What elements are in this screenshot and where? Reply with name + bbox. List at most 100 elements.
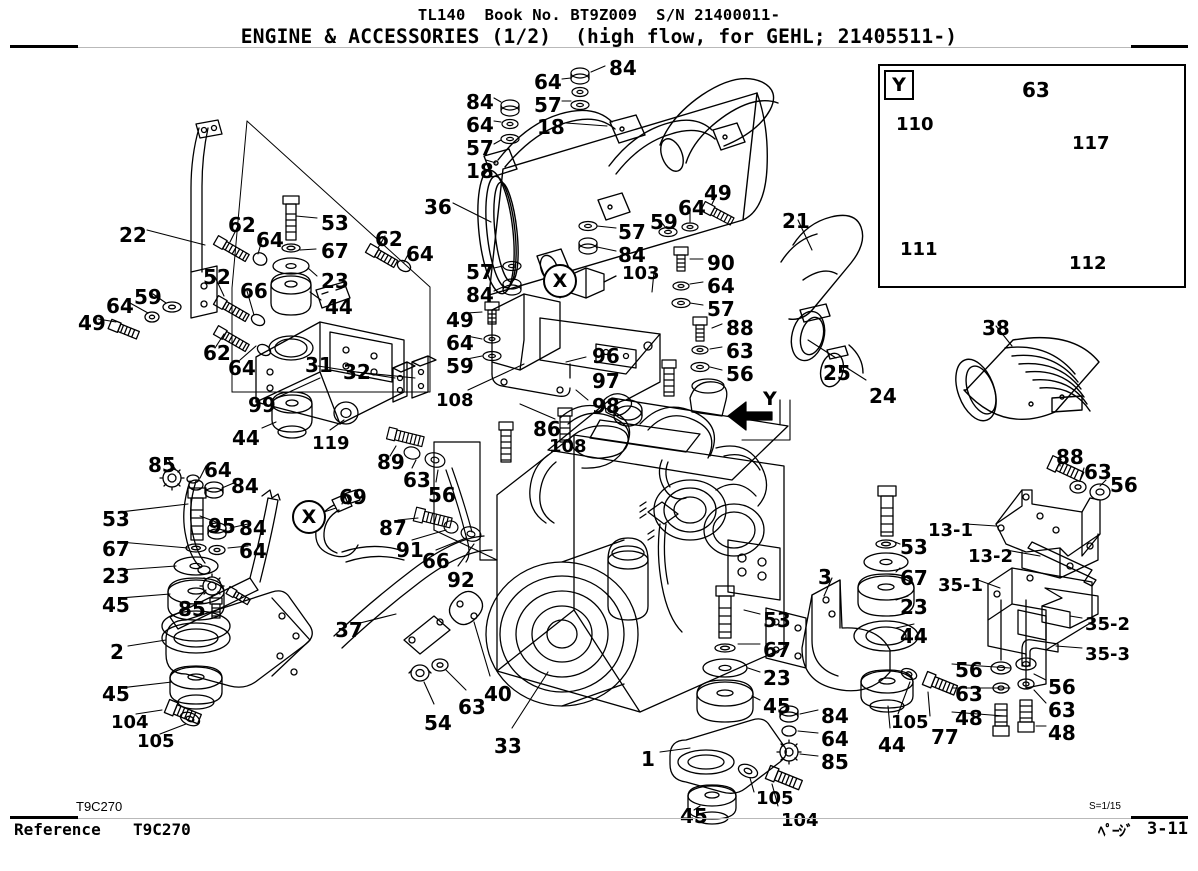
- callout-63: 63: [1084, 460, 1112, 484]
- callout-59: 59: [446, 354, 474, 378]
- callout-44: 44: [900, 624, 928, 648]
- header-line-1: TL140 Book No. BT9Z009 S/N 21400011-: [417, 6, 781, 24]
- section-marker-y-arrow-label: Y: [763, 388, 777, 410]
- callout-85: 85: [821, 750, 849, 774]
- callout-40: 40: [484, 682, 512, 706]
- callout-110: 110: [896, 114, 934, 135]
- callout-117: 117: [1072, 133, 1110, 154]
- callout-104: 104: [781, 810, 819, 831]
- callout-108: 108: [436, 390, 474, 411]
- inset-panel-y: [878, 64, 1186, 288]
- callout-57: 57: [466, 136, 494, 160]
- callout-64: 64: [256, 228, 284, 252]
- callout-64: 64: [446, 331, 474, 355]
- callout-48: 48: [955, 706, 983, 730]
- callout-56: 56: [726, 362, 754, 386]
- callout-54: 54: [424, 711, 452, 735]
- callout-56: 56: [1110, 473, 1138, 497]
- callout-87: 87: [379, 516, 407, 540]
- callout-32: 32: [343, 360, 371, 384]
- callout-85: 85: [148, 453, 176, 477]
- callout-21: 21: [782, 209, 810, 233]
- callout-90: 90: [707, 251, 735, 275]
- callout-63: 63: [1048, 698, 1076, 722]
- inset-label-y: Y: [884, 70, 914, 100]
- callout-64: 64: [534, 70, 562, 94]
- callout-48: 48: [1048, 721, 1076, 745]
- page-number: 3-11: [1147, 819, 1188, 839]
- callout-86: 86: [533, 417, 561, 441]
- callout-64: 64: [707, 274, 735, 298]
- callout-53: 53: [900, 535, 928, 559]
- callout-84: 84: [821, 704, 849, 728]
- callout-45: 45: [102, 682, 130, 706]
- callout-45: 45: [763, 694, 791, 718]
- callout-98: 98: [592, 394, 620, 418]
- callout-97: 97: [592, 369, 620, 393]
- callout-53: 53: [321, 211, 349, 235]
- callout-84: 84: [239, 516, 267, 540]
- callout-119: 119: [312, 433, 350, 454]
- callout-64: 64: [466, 113, 494, 137]
- callout-25: 25: [823, 361, 851, 385]
- callout-88: 88: [1056, 445, 1084, 469]
- callout-64: 64: [406, 242, 434, 266]
- callout-67: 67: [763, 638, 791, 662]
- callout-91: 91: [396, 538, 424, 562]
- callout-13-1: 13-1: [928, 520, 974, 541]
- callout-64: 64: [204, 458, 232, 482]
- callout-105: 105: [756, 788, 794, 809]
- callout-18: 18: [537, 115, 565, 139]
- reference-value: T9C270: [133, 820, 191, 839]
- callout-57: 57: [466, 260, 494, 284]
- callout-111: 111: [900, 239, 938, 260]
- callout-105: 105: [891, 712, 929, 733]
- callout-62: 62: [228, 213, 256, 237]
- callout-35-1: 35-1: [938, 575, 984, 596]
- drawing-code: T9C270: [76, 799, 123, 814]
- callout-84: 84: [231, 474, 259, 498]
- callout-64: 64: [228, 356, 256, 380]
- page-label: ﾍﾟｰｼﾞ: [1098, 822, 1134, 840]
- callout-69: 69: [339, 485, 367, 509]
- callout-64: 64: [821, 727, 849, 751]
- callout-13-2: 13-2: [968, 546, 1014, 567]
- callout-84: 84: [618, 243, 646, 267]
- callout-92: 92: [447, 568, 475, 592]
- callout-77: 77: [931, 725, 959, 749]
- callout-104: 104: [111, 712, 149, 733]
- callout-62: 62: [203, 341, 231, 365]
- callout-57: 57: [618, 220, 646, 244]
- callout-67: 67: [102, 537, 130, 561]
- callout-96: 96: [592, 344, 620, 368]
- callout-56: 56: [1048, 675, 1076, 699]
- callout-49: 49: [78, 311, 106, 335]
- callout-67: 67: [900, 566, 928, 590]
- callout-44: 44: [878, 733, 906, 757]
- callout-44: 44: [232, 426, 260, 450]
- header-rule-left-cap: [10, 45, 78, 48]
- callout-63: 63: [1022, 78, 1050, 102]
- callout-59: 59: [134, 285, 162, 309]
- callout-66: 66: [240, 279, 268, 303]
- callout-85: 85: [178, 597, 206, 621]
- callout-3: 3: [818, 565, 832, 589]
- callout-35-2: 35-2: [1085, 614, 1131, 635]
- callout-63: 63: [458, 695, 486, 719]
- callout-23: 23: [321, 269, 349, 293]
- page-header: TL140 Book No. BT9Z009 S/N 21400011- ENG…: [0, 6, 1198, 48]
- callout-103: 103: [622, 263, 660, 284]
- section-marker-x-lower: X: [292, 500, 326, 534]
- callout-57: 57: [534, 93, 562, 117]
- callout-35-3: 35-3: [1085, 644, 1131, 665]
- callout-84: 84: [609, 56, 637, 80]
- callout-22: 22: [119, 223, 147, 247]
- callout-99: 99: [248, 393, 276, 417]
- callout-23: 23: [900, 595, 928, 619]
- callout-63: 63: [403, 468, 431, 492]
- callout-53: 53: [102, 507, 130, 531]
- footer-rule-left-cap: [10, 816, 78, 819]
- callout-63: 63: [726, 339, 754, 363]
